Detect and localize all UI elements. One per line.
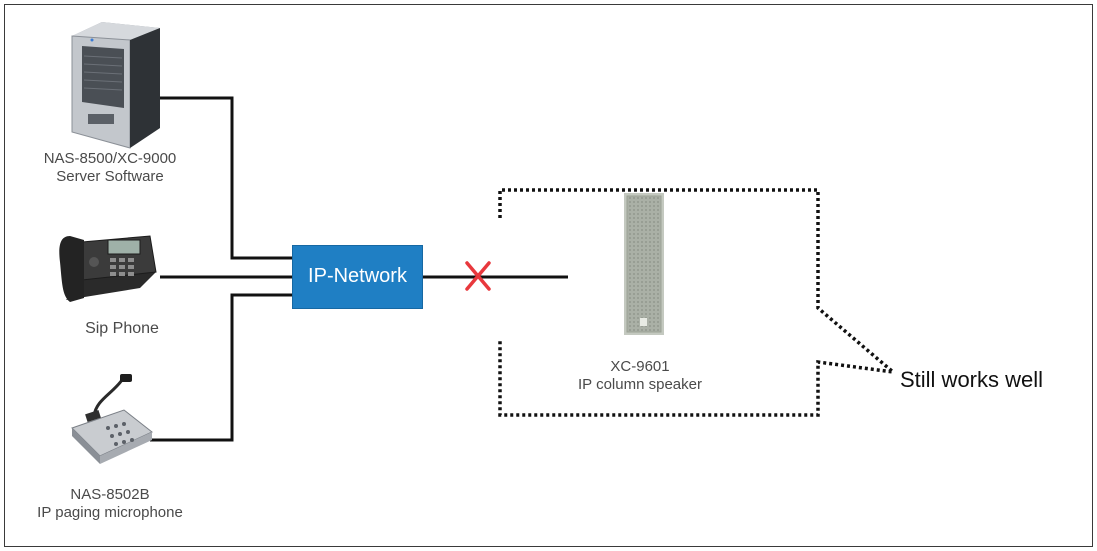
ip-phone-icon — [59, 235, 157, 302]
phone-label: Sip Phone — [52, 320, 192, 338]
speaker-label: XC-9601 IP column speaker — [560, 358, 720, 394]
column-speaker-icon — [624, 193, 664, 335]
server-label-model: NAS-8500/XC-9000 — [43, 150, 177, 167]
microphone-label-desc: IP paging microphone — [37, 504, 183, 521]
server-icon — [71, 22, 160, 149]
diagram-frame — [4, 4, 1093, 547]
microphone-label: NAS-8502B IP paging microphone — [20, 486, 200, 522]
still-works-callout: Still works well — [900, 367, 1044, 392]
paging-microphone-icon — [71, 374, 153, 464]
mic-link-line — [150, 293, 292, 442]
server-label: NAS-8500/XC-9000 Server Software — [22, 150, 198, 186]
speaker-label-desc: IP column speaker — [578, 376, 702, 393]
server-label-desc: Server Software — [56, 168, 164, 185]
microphone-label-model: NAS-8502B — [70, 486, 150, 503]
fault-cross-icon — [465, 261, 491, 291]
phone-label-text: Sip Phone — [85, 320, 159, 337]
ip-network-box: IP-Network — [292, 245, 423, 309]
server-link-line — [160, 96, 292, 260]
speaker-label-model: XC-9601 — [610, 358, 670, 375]
speaker-dotted-enclosure — [498, 188, 899, 417]
ip-network-label: IP-Network — [308, 265, 407, 287]
